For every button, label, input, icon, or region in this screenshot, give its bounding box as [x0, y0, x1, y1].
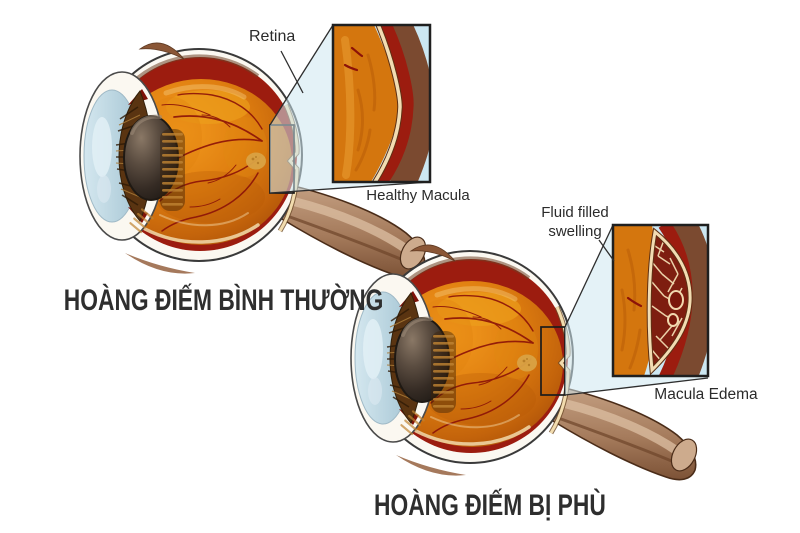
inset-edema-border — [611, 223, 710, 378]
healthy-macula-label: Healthy Macula — [366, 187, 470, 204]
caption-normal-macula: HOÀNG ĐIẾM BÌNH THƯỜNG — [63, 284, 384, 317]
inset-macula-edema — [613, 225, 708, 376]
fluid-filled-swelling-label: Fluid filled swelling — [535, 203, 615, 241]
swelling-leader-line — [598, 239, 615, 262]
fluid-filled-line1: Fluid filled — [541, 204, 609, 221]
macula-edema-label: Macula Edema — [654, 386, 758, 403]
retina-label: Retina — [249, 28, 296, 45]
caption-macula-edema: HOÀNG ĐIẾM BỊ PHÙ — [374, 489, 606, 522]
inset-healthy-border — [331, 23, 432, 184]
inset-healthy-macula — [333, 25, 430, 182]
retina-leader-line — [280, 50, 304, 94]
fluid-filled-line2: swelling — [548, 223, 602, 240]
